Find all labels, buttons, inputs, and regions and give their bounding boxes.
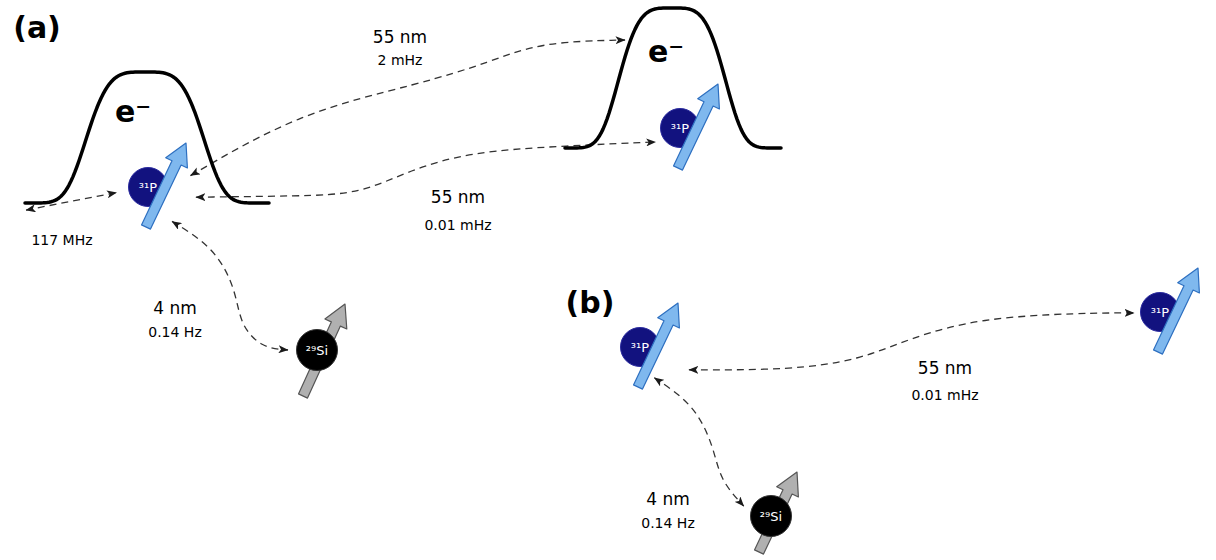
phosphorus-nucleus: ³¹P — [660, 108, 700, 148]
label-holder: 55 nm — [429, 188, 487, 208]
coupling-arrow — [196, 142, 656, 197]
wavefunction-outline — [25, 72, 269, 203]
wavefunction-outline — [565, 8, 781, 148]
distance-label: 4 nm — [151, 298, 199, 318]
electron-wavefunction: e⁻ ³¹P — [562, 4, 784, 154]
label-holder: 4 nm — [151, 299, 199, 319]
node-label: e⁻ — [115, 97, 151, 127]
distance-label: 55 nm — [371, 27, 429, 47]
coupling-arrow — [689, 313, 1134, 370]
node-label: ³¹P — [139, 181, 157, 194]
node-label: ³¹P — [631, 341, 649, 354]
label-holder: 0.14 Hz — [639, 515, 697, 531]
phosphorus-nucleus: ³¹P — [128, 167, 168, 207]
label-holder: 0.14 Hz — [146, 324, 204, 340]
label-holder: (b) — [564, 286, 617, 321]
distance-label: 117 MHz — [29, 232, 94, 248]
node-label: ²⁹Si — [760, 510, 782, 523]
coupling-label: 0.14 Hz — [146, 324, 204, 340]
coupling-arrow — [191, 40, 626, 176]
nucleus-circle — [297, 330, 338, 371]
distance-label: 4 nm — [644, 489, 692, 509]
label-holder: 4 nm — [644, 490, 692, 510]
nucleus-circle — [751, 496, 792, 537]
label-holder: 0.01 mHz — [909, 387, 980, 403]
electron-wavefunction: e⁻ ³¹P — [22, 66, 272, 213]
label-holder: 117 MHz — [29, 232, 94, 248]
coupling-arrow — [654, 378, 743, 506]
coupling-label: 0.01 mHz — [422, 217, 493, 233]
coupling-label: 0.14 Hz — [639, 515, 697, 531]
label-holder: (a) — [11, 11, 63, 46]
silicon-nucleus: ²⁹Si — [296, 329, 338, 371]
distance-label: 55 nm — [916, 358, 974, 378]
coupling-label: 2 mHz — [376, 52, 425, 68]
node-label: ³¹P — [671, 122, 689, 135]
panel-label: (a) — [11, 10, 63, 45]
node-label: ²⁹Si — [306, 344, 328, 357]
panel-label: (b) — [564, 285, 617, 320]
coupling-label: 0.01 mHz — [909, 387, 980, 403]
connector-group — [26, 40, 1134, 506]
spin-arrow — [755, 472, 799, 554]
silicon-nucleus: ²⁹Si — [750, 495, 792, 537]
label-holder: 55 nm — [371, 28, 429, 48]
node-label: e⁻ — [648, 37, 684, 67]
label-holder: 55 nm — [916, 359, 974, 379]
phosphorus-nucleus: ³¹P — [620, 327, 660, 367]
label-holder: 2 mHz — [376, 52, 425, 68]
node-label: ³¹P — [1151, 306, 1169, 319]
label-holder: 0.01 mHz — [422, 217, 493, 233]
distance-label: 55 nm — [429, 187, 487, 207]
phosphorus-nucleus: ³¹P — [1140, 292, 1180, 332]
